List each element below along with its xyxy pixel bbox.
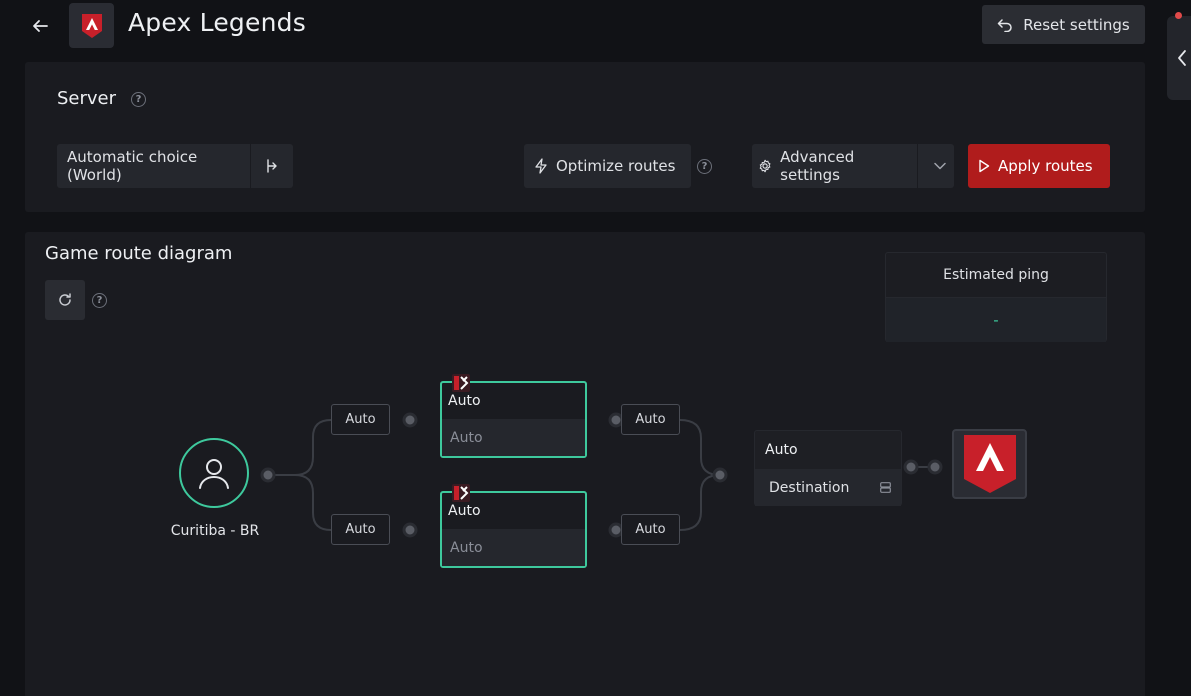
route-arrow-icon — [267, 159, 277, 173]
user-location-label: Curitiba - BR — [170, 523, 260, 539]
relay-sub: Auto — [442, 419, 585, 456]
refresh-button[interactable] — [45, 280, 85, 320]
gear-icon — [759, 159, 771, 173]
ping-value: - — [886, 298, 1106, 342]
optimize-routes-label: Optimize routes — [556, 157, 676, 175]
destination-node[interactable]: Auto Destination — [754, 430, 902, 506]
game-server-tile — [952, 429, 1027, 499]
estimated-ping-card: Estimated ping - — [885, 252, 1107, 342]
chevron-down-icon — [934, 162, 946, 170]
ping-label: Estimated ping — [886, 253, 1106, 298]
destination-name: Auto — [765, 442, 798, 458]
server-choose-button[interactable] — [251, 159, 293, 173]
destination-sub: Destination — [755, 469, 901, 506]
apply-routes-label: Apply routes — [998, 157, 1093, 175]
optimize-help-icon[interactable]: ? — [697, 159, 712, 174]
server-panel: Server ? Automatic choice (World) Optimi… — [25, 62, 1145, 212]
refresh-icon — [59, 293, 71, 306]
server-select[interactable]: Automatic choice (World) — [57, 144, 293, 188]
advanced-settings-label: Advanced settings — [780, 148, 855, 184]
back-button[interactable] — [24, 10, 56, 42]
advanced-settings-button[interactable]: Advanced settings — [752, 144, 954, 188]
lightning-icon — [535, 158, 547, 174]
relay-sub: Auto — [442, 529, 585, 566]
arrow-left-icon — [33, 20, 48, 32]
exit-route-pill[interactable]: Auto — [621, 404, 680, 435]
play-icon — [979, 159, 990, 173]
server-help-icon[interactable]: ? — [131, 92, 146, 107]
apex-logo-icon — [963, 435, 1016, 493]
divider — [250, 144, 251, 188]
server-icon — [880, 482, 891, 493]
relay-name: Auto — [448, 393, 481, 409]
apex-logo-icon — [81, 13, 102, 38]
game-logo — [69, 3, 114, 48]
entry-route-pill[interactable]: Auto — [331, 514, 390, 545]
optimize-routes-button[interactable]: Optimize routes — [524, 144, 691, 188]
relay-flag-icon — [452, 374, 470, 392]
advanced-dropdown-toggle[interactable] — [926, 162, 954, 170]
page-title: Apex Legends — [128, 8, 306, 37]
relay-name: Auto — [448, 503, 481, 519]
diagram-title: Game route diagram — [45, 243, 233, 264]
route-connections — [260, 412, 943, 538]
notification-dot — [1175, 12, 1182, 19]
reset-settings-button[interactable]: Reset settings — [982, 5, 1145, 44]
server-title: Server — [57, 88, 117, 109]
relay-flag-icon — [452, 484, 470, 502]
exit-route-pill[interactable]: Auto — [621, 514, 680, 545]
user-icon — [199, 459, 229, 489]
entry-route-pill[interactable]: Auto — [331, 404, 390, 435]
reset-settings-label: Reset settings — [1023, 15, 1130, 34]
server-select-value: Automatic choice (World) — [67, 148, 198, 184]
route-diagram-panel: Game route diagram ? Estimated ping - — [25, 232, 1145, 696]
destination-label: Destination — [769, 479, 850, 496]
sidebar-toggle[interactable] — [1167, 16, 1191, 100]
divider — [916, 144, 918, 188]
user-avatar — [179, 438, 249, 508]
chevron-left-icon — [1178, 50, 1186, 66]
undo-icon — [998, 18, 1012, 32]
diagram-help-icon[interactable]: ? — [92, 293, 107, 308]
relay-node[interactable]: Auto Auto — [440, 484, 587, 568]
apply-routes-button[interactable]: Apply routes — [968, 144, 1110, 188]
relay-node[interactable]: Auto Auto — [440, 374, 587, 458]
